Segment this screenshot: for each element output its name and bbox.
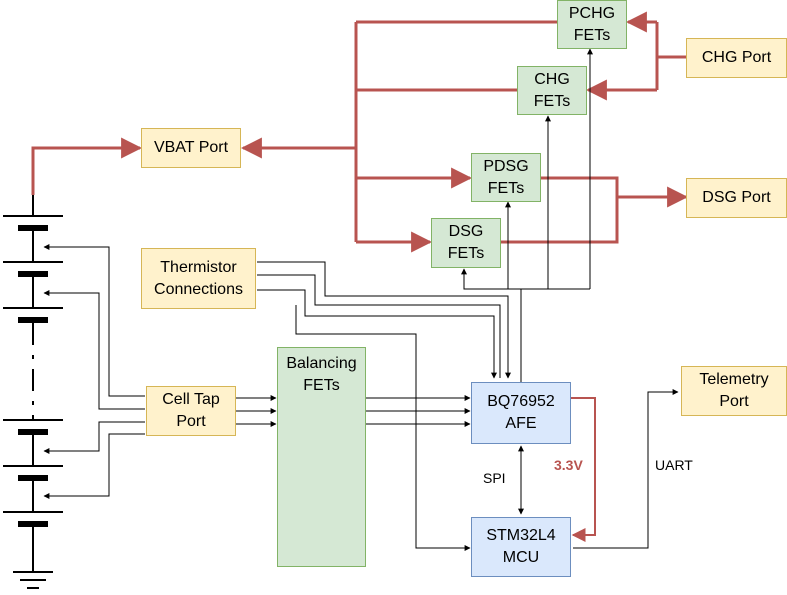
thermistor-connections-label: Thermistor Connections bbox=[154, 258, 243, 298]
signal-lines bbox=[43, 48, 679, 551]
telemetry-port-box: Telemetry Port bbox=[681, 366, 787, 416]
balancing-fets-label: Balancing FETs bbox=[286, 355, 357, 394]
dsg-port-label: DSG Port bbox=[702, 189, 771, 206]
afe-box: BQ76952 AFE bbox=[471, 382, 571, 444]
vbat-port-label: VBAT Port bbox=[153, 139, 229, 156]
power-lines bbox=[31, 11, 689, 253]
chg-fets-box: CHG FETs bbox=[517, 66, 587, 115]
v33-label: 3.3V bbox=[554, 457, 583, 473]
spi-label: SPI bbox=[483, 470, 506, 486]
pchg-fets-box: PCHG FETs bbox=[557, 0, 627, 49]
pdsg-fets-label: PDSG FETs bbox=[483, 157, 529, 197]
chg-port-box: CHG Port bbox=[686, 38, 787, 78]
cell-tap-port-label: Cell Tap Port bbox=[162, 391, 220, 430]
dsg-fets-box: DSG FETs bbox=[431, 218, 501, 268]
afe-label: BQ76952 AFE bbox=[487, 393, 555, 432]
telemetry-port-label: Telemetry Port bbox=[699, 371, 769, 410]
pchg-fets-label: PCHG FETs bbox=[568, 4, 616, 44]
thermistor-connections-box: Thermistor Connections bbox=[141, 248, 256, 309]
uart-label: UART bbox=[655, 457, 693, 473]
pdsg-fets-box: PDSG FETs bbox=[471, 153, 541, 202]
cell-tap-port-box: Cell Tap Port bbox=[146, 386, 236, 436]
mcu-label: STM32L4 MCU bbox=[486, 527, 556, 566]
dsg-fets-label: DSG FETs bbox=[447, 223, 485, 262]
vbat-port-box: VBAT Port bbox=[141, 128, 241, 168]
dsg-port-box: DSG Port bbox=[686, 178, 787, 218]
battery-stack bbox=[3, 195, 63, 589]
chg-fets-label: CHG FETs bbox=[533, 70, 571, 110]
chg-port-label: CHG Port bbox=[701, 49, 772, 66]
v33-line bbox=[570, 397, 596, 542]
mcu-box: STM32L4 MCU bbox=[471, 517, 571, 577]
balancing-fets-box: Balancing FETs bbox=[277, 347, 366, 567]
